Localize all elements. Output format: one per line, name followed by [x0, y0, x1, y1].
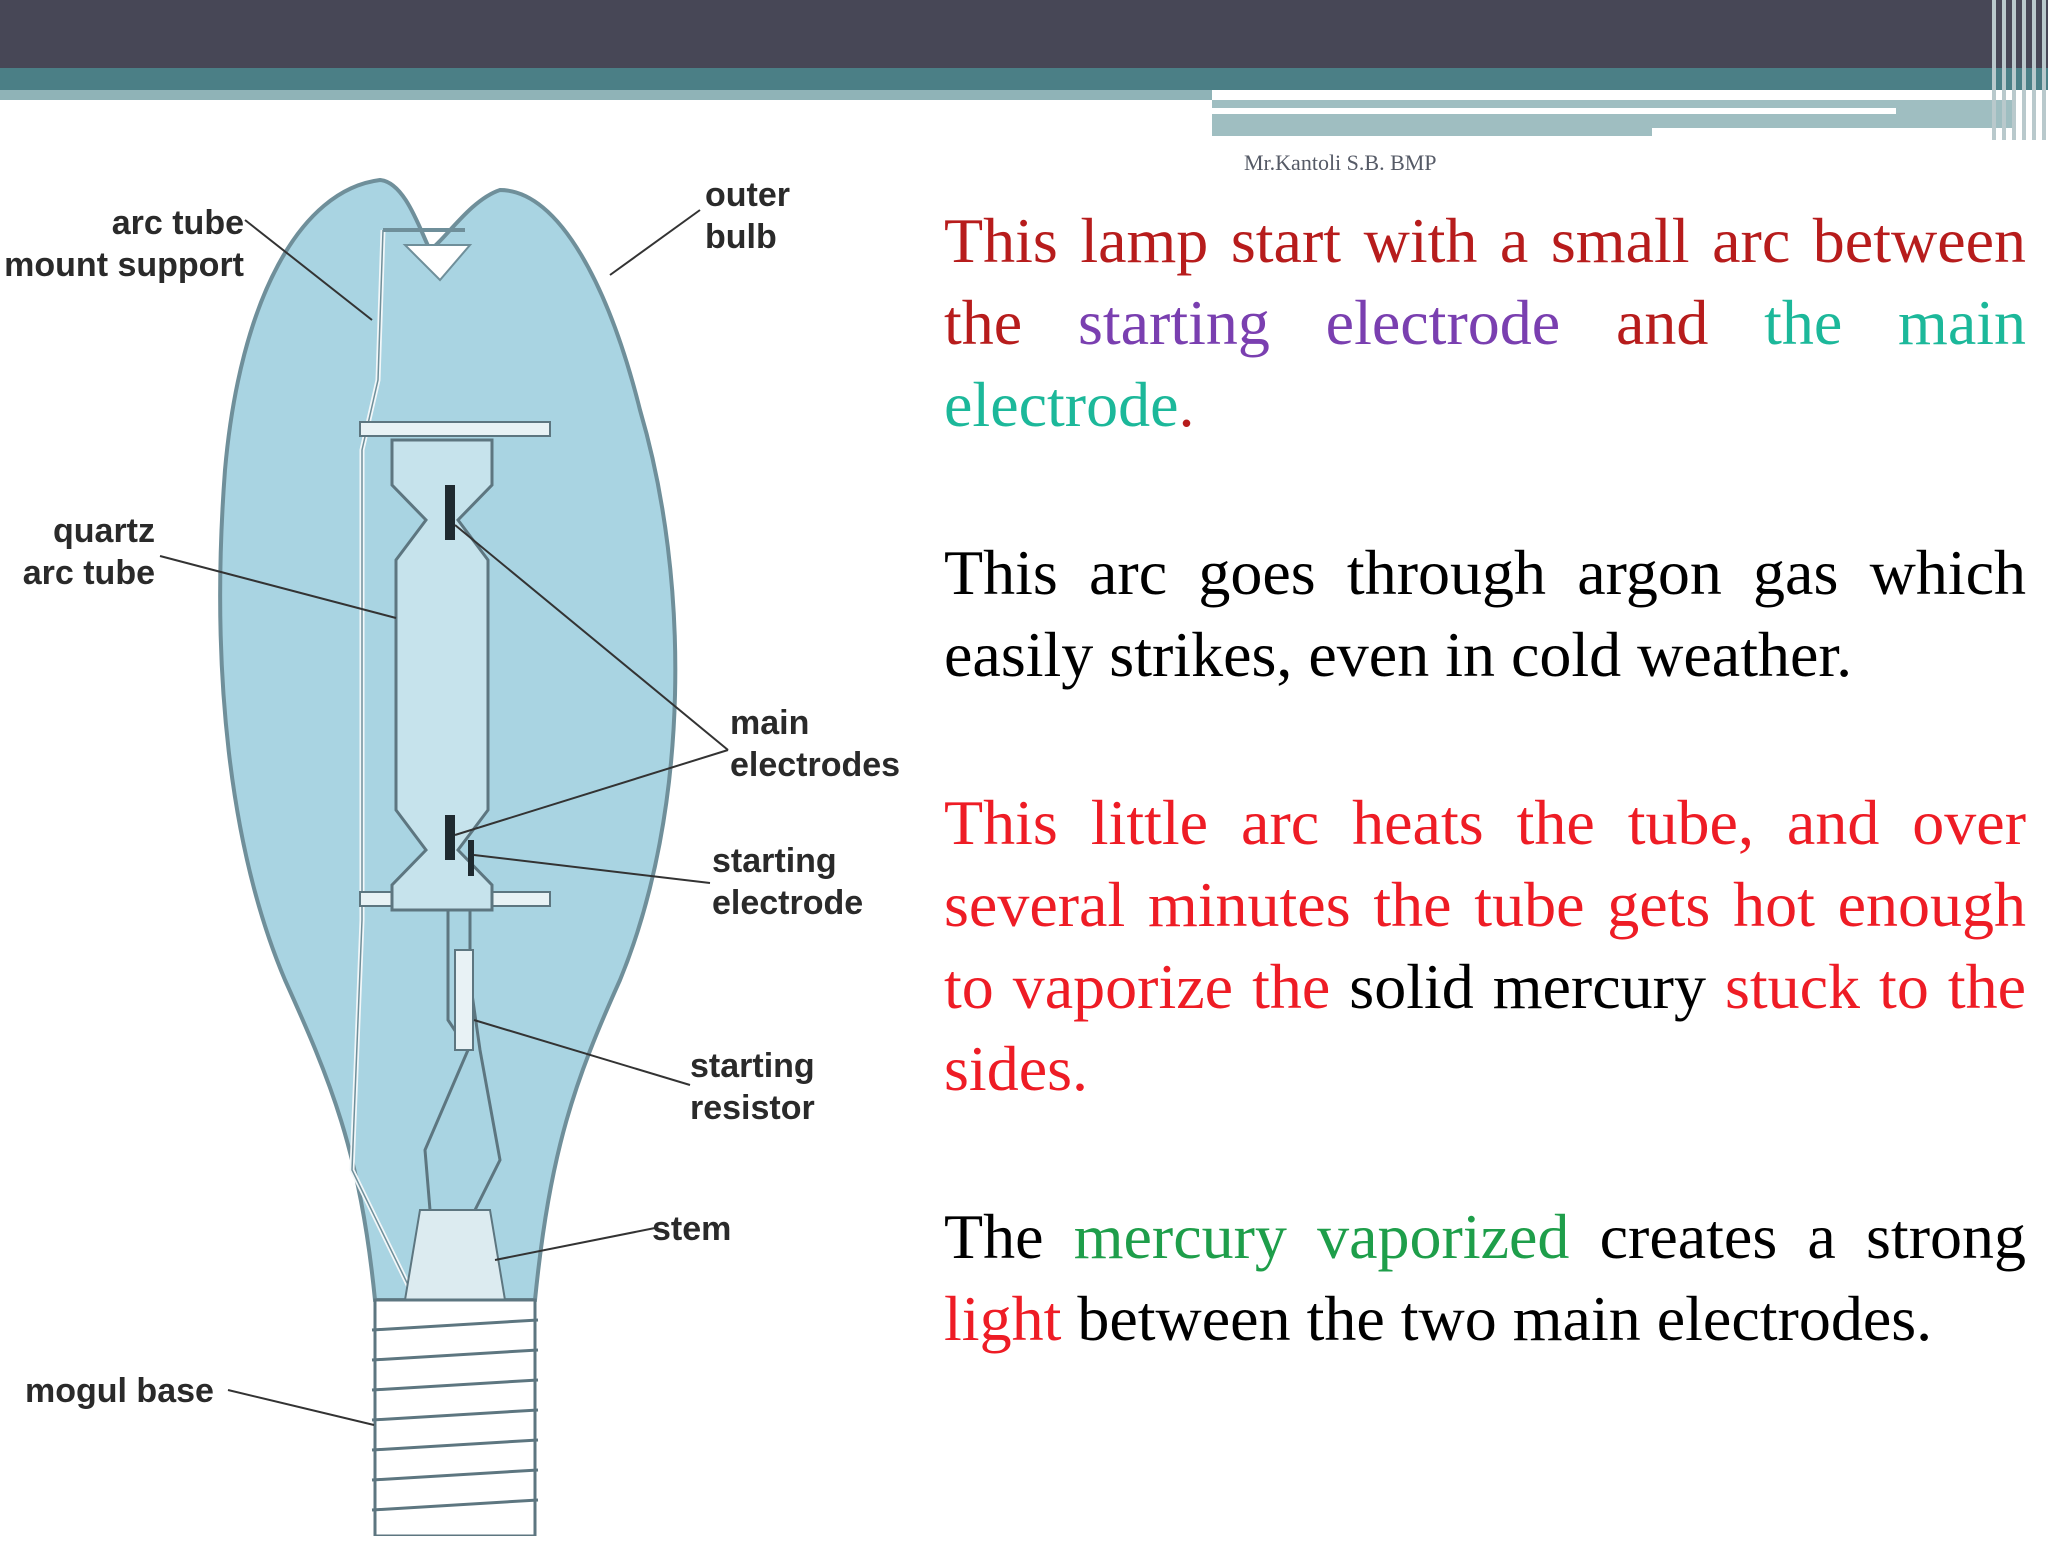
leader-quartz [159, 555, 397, 619]
leader-main-electrodes-bottom [454, 749, 729, 836]
label-line: starting [690, 1047, 815, 1085]
text-span-light: light [944, 1283, 1062, 1354]
header-accent-light [0, 90, 1212, 100]
text-span-solid-mercury: solid mercury [1349, 951, 1706, 1022]
quartz-arc-tube [390, 438, 494, 912]
paragraph-1: This lamp start with a small arc between… [944, 200, 2026, 446]
label-stem: stem [652, 1210, 732, 1248]
lamp-illustration [159, 177, 729, 1538]
header-accent-band [0, 68, 2048, 90]
label-outer-bulb: outer bulb [705, 174, 790, 258]
label-line: arc tube [22, 554, 155, 592]
mount-support-left-outline [351, 229, 431, 1331]
main-electrode-top [445, 485, 455, 540]
label-line: quartz [53, 512, 155, 550]
upper-clamp [359, 421, 551, 437]
bulb-top-tip [402, 244, 473, 282]
mercury-lamp-diagram: arc tube mount support outer bulb quartz… [0, 150, 920, 1538]
text-span: This arc goes through argon gas which ea… [944, 537, 2026, 690]
text-span: between the two main electrodes. [1061, 1283, 1933, 1354]
leader-main-electrodes-top [454, 524, 729, 751]
leader-stem [494, 1227, 656, 1261]
text-span: and [1560, 287, 1765, 358]
text-span: stuck to the sides. [944, 951, 2027, 1104]
label-line: arc tube [111, 204, 244, 242]
text-span: This lamp start with a small arc between… [944, 205, 2026, 358]
text-span: . [1178, 369, 1195, 440]
stem-shape [403, 1209, 507, 1301]
header-vertical-stripes [1990, 0, 2048, 140]
header-bar [0, 0, 2048, 68]
mogul-base [371, 1298, 539, 1538]
paragraph-3: This little arc heats the tube, and over… [944, 782, 2026, 1110]
text-span: This little arc heats the tube, and over… [944, 787, 2026, 1022]
label-arc-tube-mount-support: arc tube mount support [2, 202, 244, 286]
leader-arc-tube-mount [244, 219, 373, 321]
header-accent-line [1212, 108, 1896, 114]
slide-text: This lamp start with a small arc between… [944, 200, 2026, 1446]
paragraph-4: The mercury vaporized creates a strong l… [944, 1196, 2026, 1360]
starting-resistor-body [454, 949, 474, 1051]
label-quartz-arc-tube: quartz arc tube [20, 510, 155, 594]
label-mogul-base: mogul base [25, 1372, 214, 1410]
paragraph-2: This arc goes through argon gas which ea… [944, 532, 2026, 696]
text-span: creates a strong [1569, 1201, 2026, 1272]
starting-electrode [468, 840, 474, 876]
label-line: main [730, 704, 810, 742]
text-span: The [944, 1201, 1074, 1272]
leader-starting-resistor [473, 1019, 691, 1086]
text-span-mercury-vaporized: mercury vaporized [1073, 1201, 1570, 1272]
label-line: bulb [705, 218, 777, 256]
header-accent-line-short [1652, 128, 2012, 136]
label-line: resistor [690, 1089, 815, 1127]
main-electrode-bottom [445, 815, 455, 860]
author-credit: Mr.Kantoli S.B. BMP [1244, 150, 1437, 175]
text-span-starting-electrode: starting electrode [1077, 287, 1561, 358]
label-line: electrodes [730, 746, 901, 784]
leader-starting-electrode [473, 854, 711, 884]
label-main-electrodes: main electrodes [730, 702, 900, 786]
leader-outer-bulb [609, 209, 701, 276]
label-line: electrode [712, 884, 864, 922]
label-line: outer [705, 176, 790, 214]
text-span-main-electrode: the main electrode [944, 287, 2027, 440]
label-line: mount support [4, 246, 244, 284]
leader-mogul-base [227, 1389, 375, 1426]
label-starting-resistor: starting resistor [690, 1045, 815, 1129]
label-line: starting [712, 842, 837, 880]
label-starting-electrode: starting electrode [712, 840, 863, 924]
